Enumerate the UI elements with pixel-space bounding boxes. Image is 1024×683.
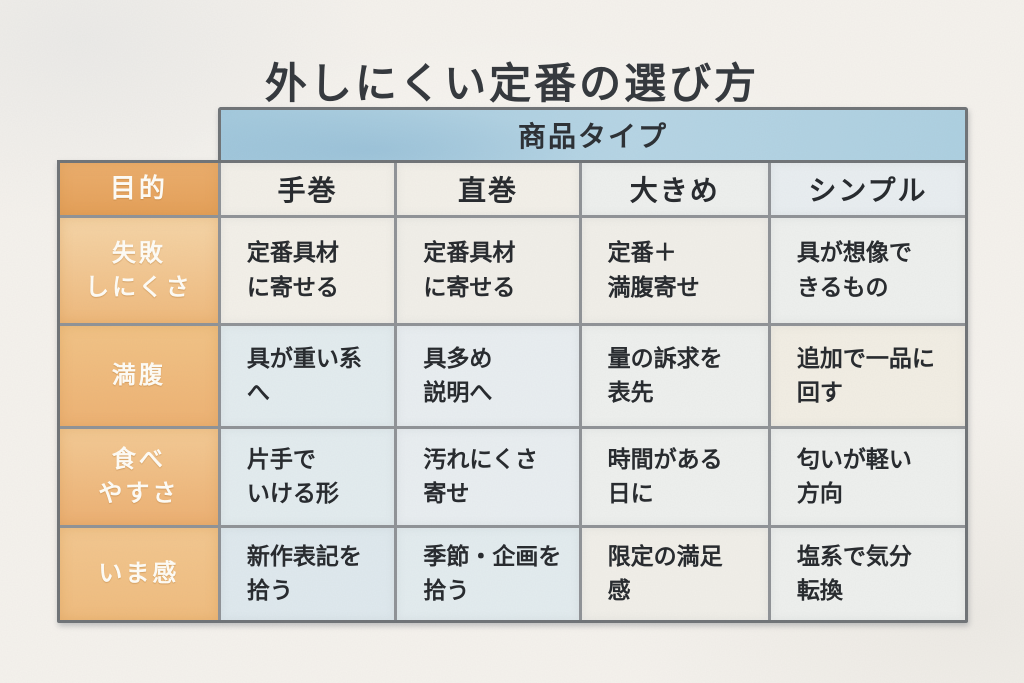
cell-r4c3: 限定の満足 感: [581, 528, 768, 620]
cell-r4c2: 季節・企画を 拾う: [397, 528, 579, 620]
cell-r2c1: 具が重い系 へ: [220, 326, 395, 426]
cell-r3c1: 片手で いける形: [220, 429, 395, 525]
table-grid: 目的 手巻 直巻 大きめ シンプル 失敗 しにくさ 定番具材 に寄せる 定番具材…: [57, 160, 968, 623]
cell-r3c4: 匂いが軽い 方向: [770, 429, 965, 525]
row-label-fullness: 満腹: [60, 326, 218, 426]
page-title: 外しにくい定番の選び方: [264, 59, 760, 109]
col-header-large: 大きめ: [581, 163, 768, 215]
col-header-simple: シンプル: [770, 163, 965, 215]
cell-r1c3: 定番＋ 満腹寄せ: [581, 218, 768, 323]
cell-r1c2: 定番具材 に寄せる: [397, 218, 579, 323]
row-label-ease-of-eating: 食べ やすさ: [60, 429, 218, 525]
cell-r2c3: 量の訴求を 表先: [581, 326, 768, 426]
cell-r2c2: 具多め 説明へ: [397, 326, 579, 426]
corner-header-purpose: 目的: [60, 163, 218, 215]
row-label-newness: いま感: [60, 528, 218, 620]
cell-r2c4: 追加で一品に 回す: [770, 326, 965, 426]
group-header-product-type: 商品タイプ: [218, 107, 968, 160]
col-header-temaki: 手巻: [220, 163, 395, 215]
cell-r1c1: 定番具材 に寄せる: [220, 218, 395, 323]
cell-r3c3: 時間がある 日に: [581, 429, 768, 525]
cell-r1c4: 具が想像で きるもの: [770, 218, 965, 323]
comparison-table: 商品タイプ 目的 手巻 直巻 大きめ シンプル 失敗 しにくさ 定番具材 に寄せ…: [57, 107, 968, 623]
cell-r4c1: 新作表記を 拾う: [220, 528, 395, 620]
row-label-fail-resistance: 失敗 しにくさ: [60, 218, 218, 323]
group-header-label: 商品タイプ: [517, 120, 668, 153]
cell-r3c2: 汚れにくさ 寄せ: [397, 429, 579, 525]
cell-r4c4: 塩系で気分 転換: [770, 528, 965, 620]
col-header-jikamaki: 直巻: [397, 163, 579, 215]
